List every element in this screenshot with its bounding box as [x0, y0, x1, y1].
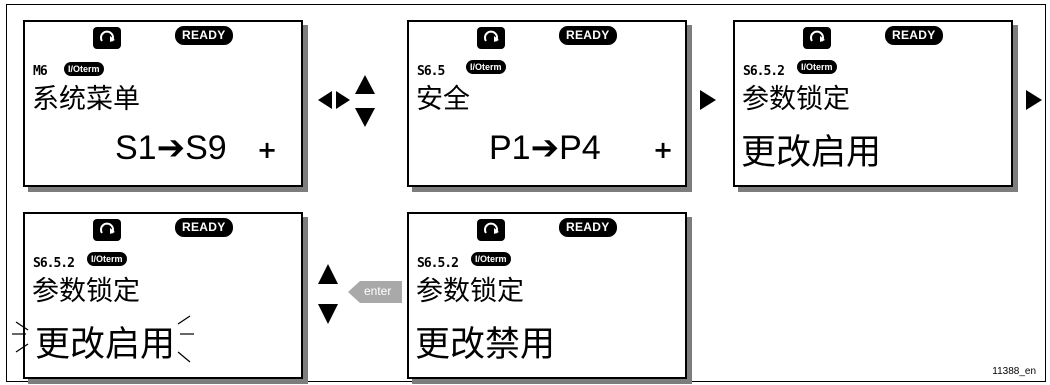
diagram-frame: [6, 4, 1046, 382]
menu-code: S6.5.2: [417, 256, 459, 271]
keypad-display-param-lock: READY S6.5.2 I/Oterm 参数锁定 更改启用: [733, 20, 1013, 187]
right-arrow-icon: [1026, 90, 1042, 110]
ready-status-badge: READY: [175, 26, 233, 45]
keypad-display-security: READY S6.5 I/Oterm 安全 P1➔P4 +: [407, 20, 687, 187]
enter-label: enter: [364, 284, 392, 298]
rotation-icon: [803, 27, 831, 49]
ioterm-badge: I/Oterm: [87, 252, 127, 266]
menu-code: M6: [33, 64, 48, 79]
right-arrow-icon: [700, 90, 716, 110]
menu-title: 安全: [416, 84, 470, 115]
rotation-icon: [477, 219, 505, 241]
keypad-display-param-lock-edit: READY S6.5.2 I/Oterm 参数锁定 更改启用: [23, 212, 303, 379]
rotation-icon: [93, 219, 121, 241]
range-start: S1: [115, 129, 157, 167]
keypad-display-param-lock-changed: READY S6.5.2 I/Oterm 参数锁定 更改禁用: [407, 212, 687, 379]
plus-icon: +: [653, 136, 674, 164]
menu-range: P1➔P4: [489, 128, 601, 168]
blink-indicator-icon: [12, 315, 194, 363]
param-value: 更改禁用: [415, 325, 556, 365]
ioterm-badge: I/Oterm: [64, 62, 104, 76]
menu-title: 系统菜单: [32, 84, 140, 115]
right-arrow-icon: ➔: [530, 129, 560, 167]
param-value: 更改启用: [741, 133, 882, 173]
right-arrow-icon: ➔: [156, 129, 186, 167]
ioterm-badge: I/Oterm: [797, 60, 837, 74]
menu-code: S6.5: [417, 64, 445, 79]
plus-icon: +: [257, 136, 278, 164]
menu-title: 参数锁定: [416, 276, 524, 307]
param-value: 更改启用: [35, 325, 176, 365]
range-end: P4: [559, 129, 601, 167]
rotation-icon: [93, 27, 121, 49]
ready-status-badge: READY: [175, 218, 233, 237]
ready-status-badge: READY: [559, 218, 617, 237]
menu-range: S1➔S9: [115, 128, 227, 168]
up-down-arrows-icon: [318, 264, 338, 324]
menu-code: S6.5.2: [33, 256, 75, 271]
range-start: P1: [489, 129, 531, 167]
ready-status-badge: READY: [559, 26, 617, 45]
menu-title: 参数锁定: [742, 84, 850, 115]
figure-reference: 11388_en: [992, 366, 1036, 377]
ioterm-badge: I/Oterm: [471, 252, 511, 266]
menu-code: S6.5.2: [743, 64, 785, 79]
range-end: S9: [185, 129, 227, 167]
ready-status-badge: READY: [885, 26, 943, 45]
ioterm-badge: I/Oterm: [466, 60, 506, 74]
enter-button[interactable]: enter: [346, 280, 404, 304]
rotation-icon: [477, 27, 505, 49]
menu-title: 参数锁定: [32, 276, 140, 307]
navigation-arrows-icon: [318, 75, 375, 127]
keypad-display-main-menu: READY M6 I/Oterm 系统菜单 S1➔S9 +: [23, 20, 303, 187]
